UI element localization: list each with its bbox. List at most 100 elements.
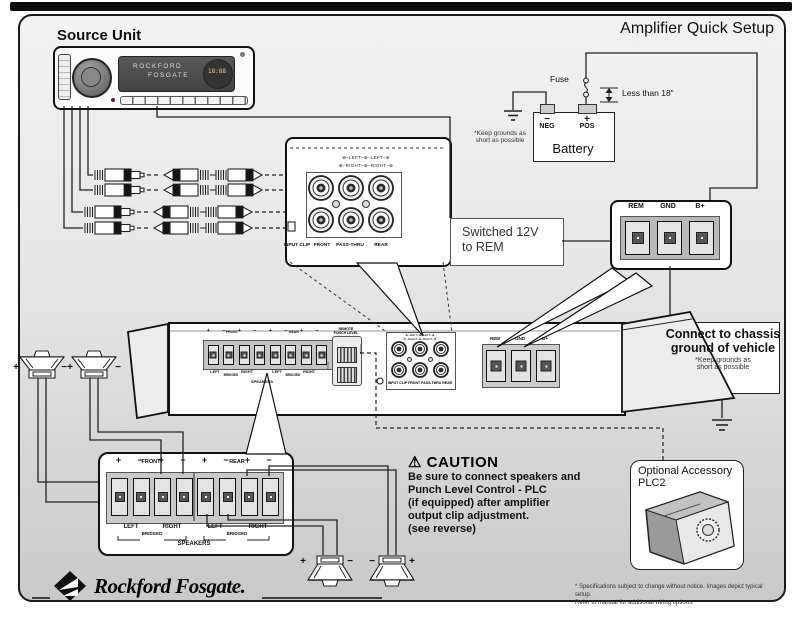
speaker-polarity-label: + [67,362,73,373]
terminal [657,221,682,255]
ground-note: *Keep grounds as short as possible [695,357,751,371]
block-polarity-label: + [244,455,251,465]
terminal [316,345,327,365]
terminal [262,478,280,516]
block-rear-label: REAR [229,459,245,465]
terminal [175,478,193,516]
input-left-labels: ⊕–LEFT–⊕–LEFT–⊕ [342,155,390,160]
amp-rca-right-labels: ⊕–RIGHT–⊕–RIGHT–⊕ [403,337,437,341]
terminal [269,345,281,365]
remote-plc2-label: PLC2 [326,362,330,370]
terminal [689,221,714,255]
caution-block: ⚠ CAUTION Be sure to connect speakers an… [408,453,593,536]
amp-channel-label: RIGHT [303,370,315,374]
brand-logo-text: Rockford Fosgate. [94,574,246,598]
plc-line2: PLC2 [638,477,666,489]
input-right-labels: ⊕–RIGHT–⊕–RIGHT–⊕ [338,163,394,168]
terminal [285,345,296,365]
block-channel-label: LEFT [123,524,139,530]
speaker-terminal-panel [106,472,284,524]
footnote: * Specifications subject to change witho… [575,584,763,606]
speaker-polarity-label: + [409,556,415,567]
block-channel-label: BRIDGED [226,531,248,536]
amp-speakers-label: SPEAKERS [250,379,274,384]
remote-punch-label: REMOTE PUNCH LEVEL [333,327,359,335]
amp-channel-label: BRIDGED [285,372,301,377]
amp-polarity-label: + [300,328,303,334]
amp-polarity-label: − [315,328,319,334]
power-led [111,98,115,102]
block-polarity-label: + [115,455,122,465]
switched-line2: to REM [462,240,504,254]
battery-label: Battery [552,141,594,156]
display-clock-digits: 18:88 [207,68,227,75]
distance-label: Less than 18" [622,88,674,98]
remote-jack-top [337,347,357,363]
amp-power-label: REM [490,336,500,341]
speaker-polarity-label: − [61,362,67,373]
terminal [486,350,506,382]
block-polarity-label: − [266,455,272,465]
terminal [625,221,650,255]
neg-label: NEG [539,123,555,130]
power-terminal-panel [620,216,720,260]
switched-12v-box [450,218,564,266]
amp-polarity-label: + [269,328,272,334]
amp-channel-label: RIGHT [241,370,253,374]
fuse-label: Fuse [550,74,569,84]
amp-power-label: B+ [542,336,548,341]
block-channel-label: RIGHT [248,524,268,530]
speaker-polarity-label: − [115,362,121,373]
block-polarity-label: − [180,455,186,465]
speaker-polarity-label: − [347,556,353,567]
top-black-bar [10,2,792,11]
amp-polarity-label: − [284,328,288,334]
terminal [154,478,172,516]
head-unit-preset-buttons [120,96,248,105]
terminal [132,478,150,516]
amp-rca-bottom-labels: INPUT CLIP FRONT PASS-THRU REAR [387,381,453,385]
amp-rear-label: REAR [289,330,299,334]
amp-channel-label: LEFT [272,370,282,374]
amp-front-label: FRONT [225,330,239,334]
terminal [219,478,236,516]
volume-knob-center [81,67,101,87]
amp-power-label: GND [515,336,525,341]
terminal [536,350,556,382]
amp-channel-label: BRIDGED [223,372,239,377]
block-channel-label: BRIDGED [141,531,163,536]
input-panel-label: FRONT [313,243,331,248]
battery-ground-note: *Keep grounds as short as possible [474,130,526,144]
ground-line1: Connect to chassis [665,327,781,341]
block-polarity-label: − [223,455,229,465]
battery-neg-terminal [540,104,555,114]
terminal [240,478,258,516]
switched-line1: Switched 12V [462,225,539,239]
terminal [223,345,234,365]
input-panel-label: INPUT CLIP [283,243,311,248]
amp-polarity-label: + [238,328,241,334]
speaker-polarity-label: + [300,556,306,567]
remote-wired-label: WIRED [359,344,363,354]
amp-speaker-terminal-strip [203,340,333,370]
terminal [300,345,312,365]
terminal [111,478,128,516]
block-speakers-label: SPEAKERS [177,541,211,547]
gnd-label: GND [660,203,676,210]
pos-label: POS [579,123,595,130]
input-panel-label: REAR [374,243,388,248]
head-unit-button-strip [58,54,71,100]
plc-line1: Optional Accessory [638,465,733,477]
display-brand-line1: ROCKFORD [133,63,183,70]
terminal [511,350,531,382]
speaker-polarity-label: + [13,362,19,373]
block-channel-label: LEFT [207,524,223,530]
display-clock-area [203,59,233,89]
amp-channel-label: LEFT [210,370,220,374]
neg-sign: − [544,114,550,125]
input-panel-label: PASS-THRU [336,243,364,248]
terminal [207,345,219,365]
amp-polarity-label: + [207,328,210,334]
amp-remote-connector [332,336,362,386]
